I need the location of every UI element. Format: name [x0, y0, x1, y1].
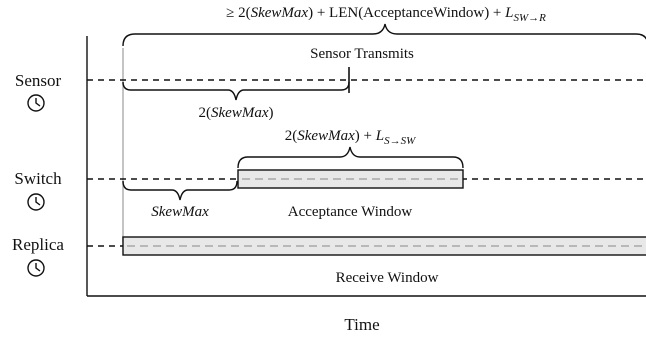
sensor-skew-label: 2(SkewMax)	[199, 105, 274, 121]
clock-icon	[27, 94, 45, 112]
receive-window-label: Receive Window	[336, 270, 439, 286]
switch-skew-label: SkewMax	[151, 204, 209, 220]
switch-skew-brace	[122, 180, 238, 201]
row-label-replica: Replica	[12, 235, 64, 254]
x-axis-label: Time	[344, 315, 379, 334]
clock-icon	[27, 193, 45, 211]
top-bound-brace	[122, 23, 646, 47]
acceptance-window-box	[237, 169, 464, 189]
row-label-switch: Switch	[14, 169, 62, 188]
row-label-sensor: Sensor	[15, 71, 62, 90]
sensor-transmits-label: Sensor Transmits	[310, 46, 414, 62]
acceptance-window-label: Acceptance Window	[288, 204, 413, 220]
sensor-skew-brace	[122, 81, 350, 101]
top-bound-label: ≥ 2(SkewMax) + LEN(AcceptanceWindow) + L…	[226, 5, 546, 24]
switch-bound-brace	[237, 146, 464, 169]
clock-icon	[27, 259, 45, 277]
switch-bound-label: 2(SkewMax) + LS→SW	[285, 128, 416, 147]
receive-window-box	[122, 236, 646, 256]
